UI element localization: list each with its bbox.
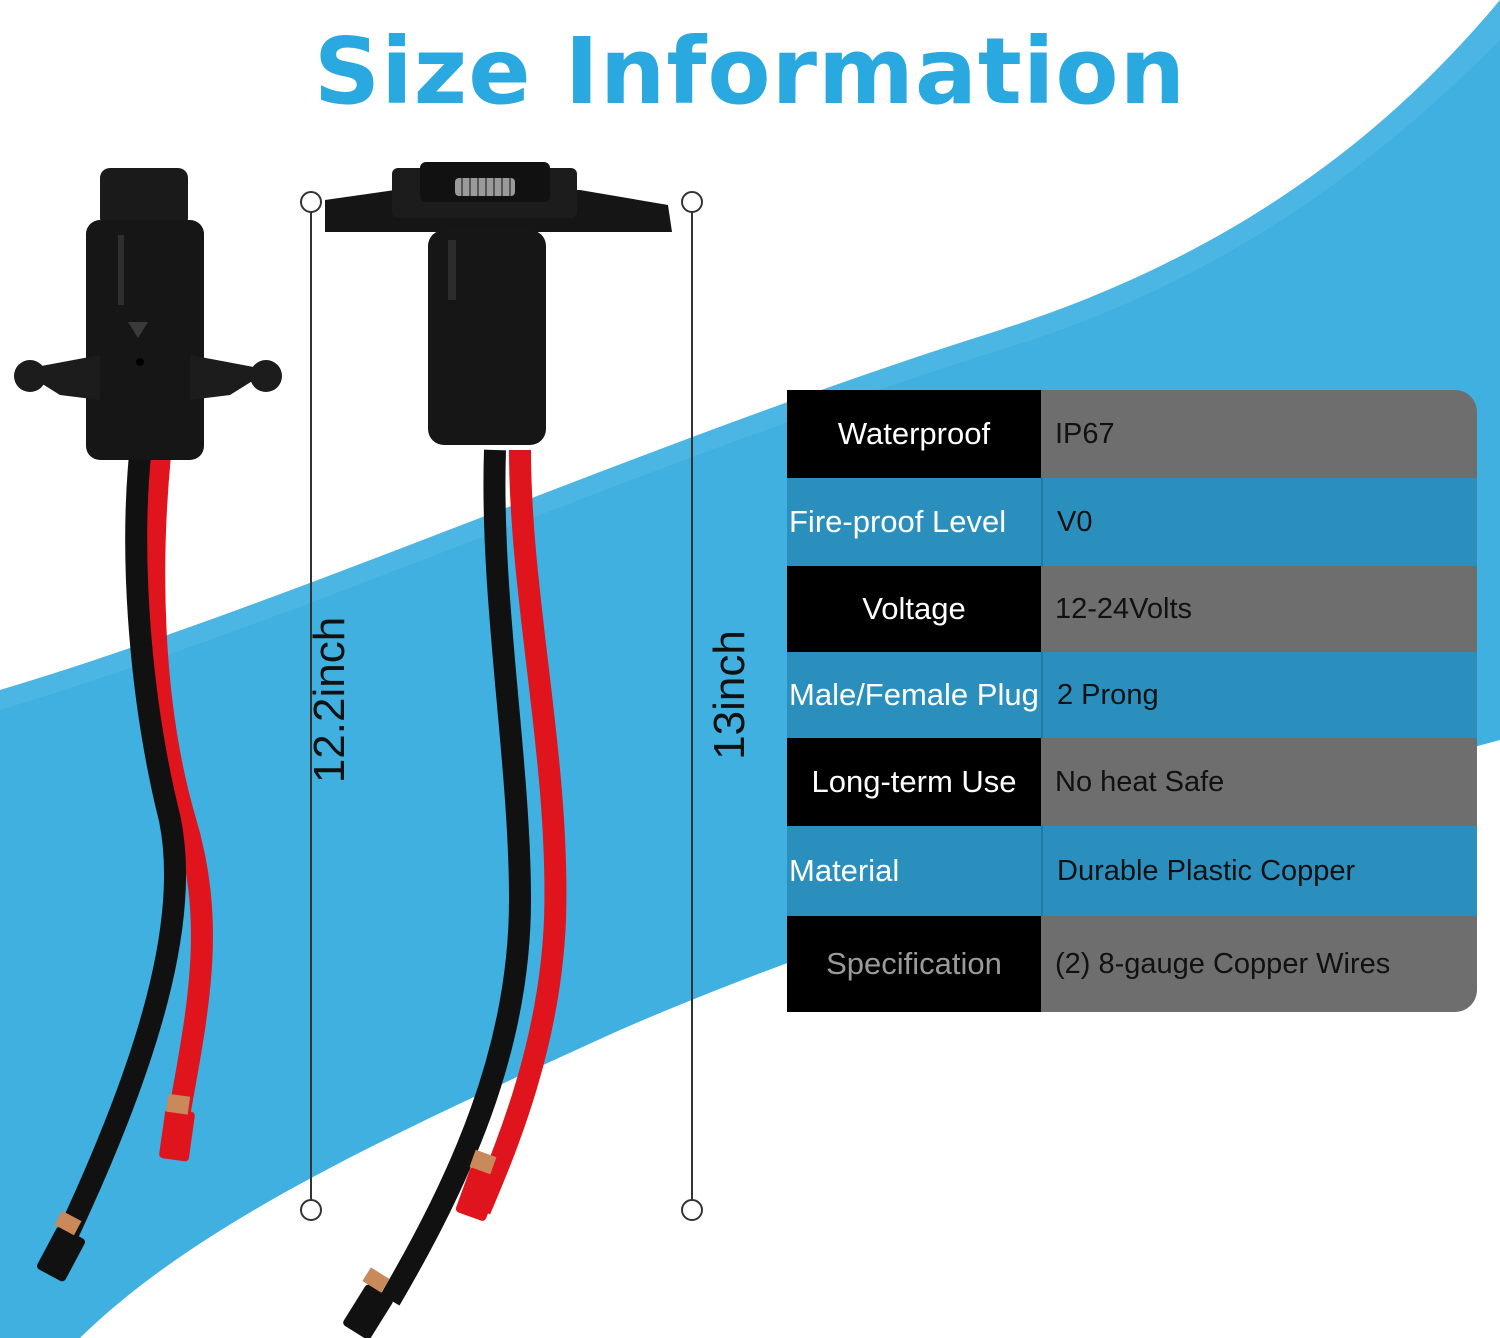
spec-value: (2) 8-gauge Copper Wires — [1041, 916, 1477, 1012]
female-socket-icon — [325, 162, 672, 1338]
spec-label: Male/Female Plug — [787, 652, 1043, 738]
length-label-right: 13inch — [705, 630, 754, 760]
spec-label: Long-term Use — [787, 738, 1041, 826]
spec-table: Waterproof IP67 Fire-proof Level V0 Volt… — [787, 390, 1477, 1012]
length-label-left: 12.2inch — [305, 616, 354, 784]
spec-label: Voltage — [787, 566, 1041, 652]
dimension-line-left — [300, 191, 322, 1221]
spec-value: Durable Plastic Copper — [1041, 826, 1477, 916]
spec-label: Material — [787, 826, 1043, 916]
spec-value: V0 — [1041, 478, 1477, 566]
spec-label: Fire-proof Level — [787, 478, 1043, 566]
spec-value: IP67 — [1041, 390, 1477, 478]
spec-row-material: Material Durable Plastic Copper — [787, 826, 1477, 916]
spec-row-voltage: Voltage 12-24Volts — [787, 566, 1477, 652]
page-title: Size Information — [313, 18, 1187, 125]
spec-value: No heat Safe — [1041, 738, 1477, 826]
spec-row-fire-proof: Fire-proof Level V0 — [787, 478, 1477, 566]
dimension-line-right — [681, 191, 703, 1221]
spec-label: Specification — [787, 916, 1041, 1012]
male-plug-icon — [14, 168, 282, 1282]
spec-value: 12-24Volts — [1041, 566, 1477, 652]
spec-row-specification: Specification (2) 8-gauge Copper Wires — [787, 916, 1477, 1012]
spec-label: Waterproof — [787, 390, 1041, 478]
spec-row-plug: Male/Female Plug 2 Prong — [787, 652, 1477, 738]
spec-row-waterproof: Waterproof IP67 — [787, 390, 1477, 478]
spec-row-long-term-use: Long-term Use No heat Safe — [787, 738, 1477, 826]
spec-value: 2 Prong — [1041, 652, 1477, 738]
